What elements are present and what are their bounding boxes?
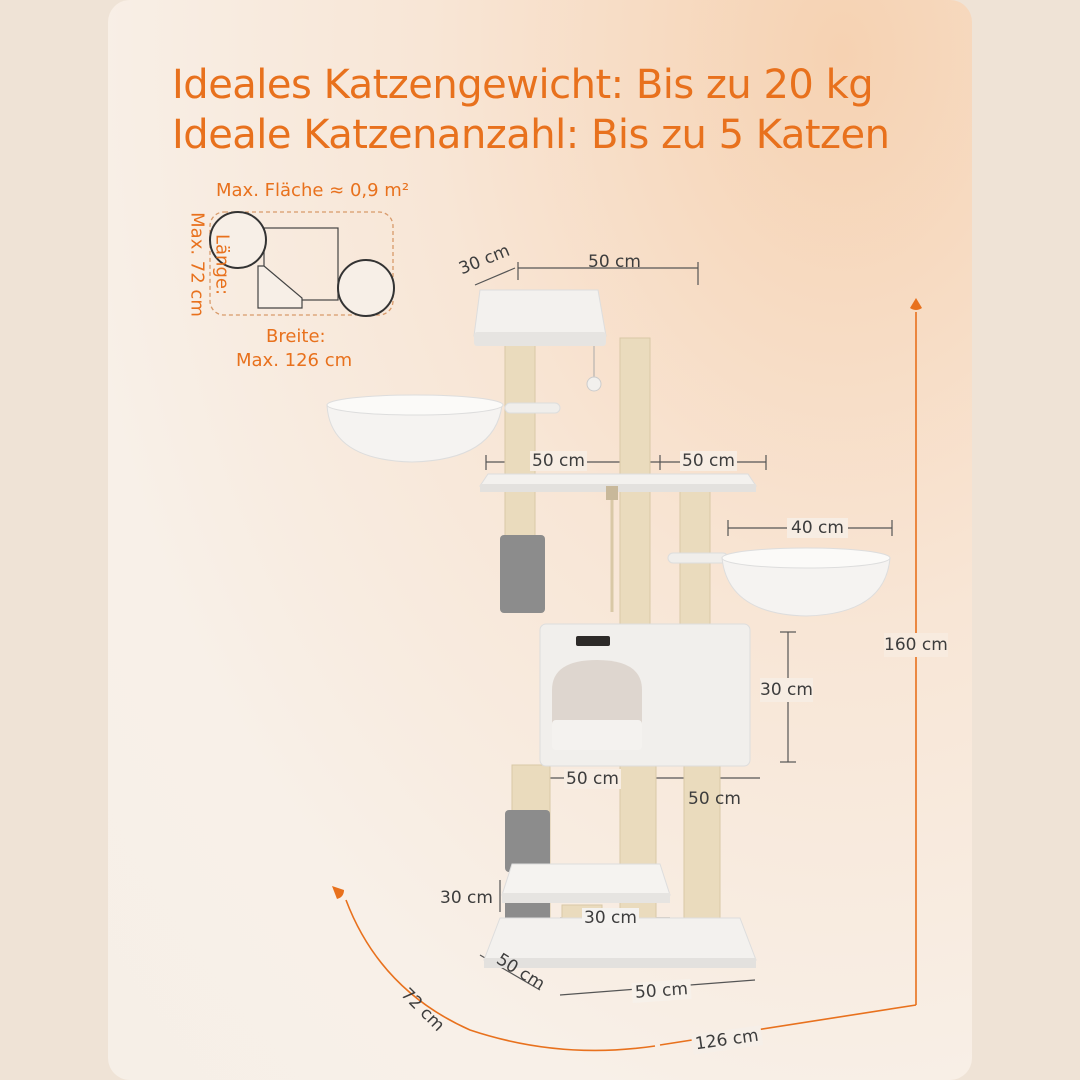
step-platform — [501, 863, 671, 896]
scratch-pad-lower — [505, 810, 550, 872]
basket-left — [326, 404, 503, 463]
footprint-width-label: Breite: — [266, 326, 326, 347]
dim-house-depth: 50 cm — [688, 789, 741, 809]
dim-step-depth: 30 cm — [440, 888, 493, 908]
post-right-lower — [683, 764, 721, 931]
arrow-left-icon — [332, 886, 344, 899]
dim-basket-width: 40 cm — [787, 518, 848, 538]
basket-right — [721, 557, 891, 617]
dim-top-width: 50 cm — [588, 252, 641, 272]
footprint-base — [257, 265, 303, 309]
footprint-boundary — [209, 211, 394, 316]
dim-base-width: 50 cm — [631, 978, 692, 1004]
brand-logo — [576, 636, 610, 646]
footprint-length-value: Max. 72 cm — [186, 212, 208, 317]
dim-house-height: 30 cm — [760, 678, 813, 702]
arrow-up-icon — [910, 298, 922, 310]
footprint-area: Max. Fläche ≈ 0,9 m² — [216, 180, 410, 201]
post-left-upper — [504, 337, 536, 539]
dim-total-height: 160 cm — [884, 633, 948, 657]
post-middle-lower — [619, 764, 657, 931]
scratch-pad-upper — [500, 535, 545, 613]
dim-step-width: 30 cm — [582, 908, 639, 928]
headline-cat-count: Ideale Katzenanzahl: Bis zu 5 Katzen — [172, 112, 890, 158]
footprint-width-value: Max. 126 cm — [236, 350, 353, 371]
footprint-basket-right — [337, 259, 395, 317]
footprint-length-label: Länge: — [211, 233, 233, 296]
cat-tree — [326, 289, 891, 968]
footprint-diagram — [209, 211, 395, 317]
top-platform — [473, 289, 607, 337]
dim-mid-left: 50 cm — [530, 451, 587, 471]
footprint-basket-left — [209, 211, 267, 269]
dim-house-width: 50 cm — [564, 769, 621, 789]
dim-mid-right: 50 cm — [680, 451, 737, 471]
headline-weight: Ideales Katzengewicht: Bis zu 20 kg — [172, 62, 874, 108]
pompom-toy — [586, 376, 602, 392]
